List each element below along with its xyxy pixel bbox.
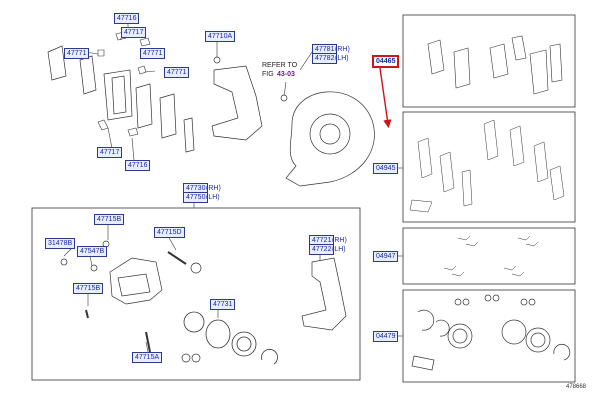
suffix-lh-3: (LH) [332, 246, 346, 253]
support-kit-parts [409, 119, 565, 213]
suffix-rh-3: (RH) [332, 237, 347, 244]
anti-squeal-parts [443, 235, 539, 277]
part-label-04465-highlighted[interactable]: 04465 [372, 55, 400, 68]
part-label-47715b-bottom[interactable]: 47715B [73, 283, 104, 294]
part-label-47716[interactable]: 47716 [114, 13, 140, 24]
part-label-47717[interactable]: 47717 [121, 27, 147, 38]
part-label-04945[interactable]: 04945 [373, 163, 399, 174]
part-label-47771-c[interactable]: 47771 [164, 67, 190, 78]
part-label-47710a[interactable]: 47710A [205, 31, 236, 42]
refer-fig-prefix: FIG [262, 71, 274, 78]
part-label-47717-b[interactable]: 47717 [97, 147, 123, 158]
caliper-support-bracket [301, 257, 347, 331]
caliper-assembly-box [31, 207, 361, 381]
part-label-04479[interactable]: 04479 [373, 331, 399, 342]
cylinder-kit-parts [411, 294, 571, 371]
part-label-31478b[interactable]: 31478B [45, 238, 76, 249]
suffix-rh: (RH) [335, 46, 350, 53]
caliper-mounting-bracket [211, 56, 263, 141]
diagram-code: 478668 [566, 384, 587, 390]
caliper-body [60, 240, 202, 363]
part-label-47715d[interactable]: 47715D [154, 227, 185, 238]
pad-set-box [402, 14, 576, 108]
part-label-47771-b[interactable]: 47771 [140, 48, 166, 59]
part-label-47716-b[interactable]: 47716 [125, 160, 151, 171]
part-label-47750[interactable]: 47750 [183, 192, 209, 203]
suffix-lh: (LH) [335, 55, 349, 62]
dust-cover [280, 91, 375, 187]
refer-fig-link[interactable]: 43-03 [277, 71, 295, 78]
pad-set-parts [427, 35, 563, 95]
part-label-47715a[interactable]: 47715A [132, 352, 163, 363]
part-label-47771[interactable]: 47771 [64, 48, 90, 59]
part-label-47547b[interactable]: 47547B [77, 246, 108, 257]
suffix-rh-2: (RH) [206, 185, 221, 192]
brake-pad-group [47, 45, 195, 153]
anti-squeal-kit-box [402, 227, 576, 285]
refer-text: REFER TO [262, 62, 298, 69]
part-label-47722[interactable]: 47722 [309, 244, 335, 255]
part-label-47715b[interactable]: 47715B [94, 214, 125, 225]
part-label-47782[interactable]: 47782 [312, 53, 338, 64]
pad-shim-clips [97, 31, 151, 137]
part-label-47731[interactable]: 47731 [210, 299, 236, 310]
piston-group [183, 311, 278, 365]
suffix-lh-2: (LH) [206, 194, 220, 201]
pad-support-kit-box [402, 111, 576, 223]
part-label-04947[interactable]: 04947 [373, 251, 399, 262]
highlight-arrow [379, 67, 392, 129]
